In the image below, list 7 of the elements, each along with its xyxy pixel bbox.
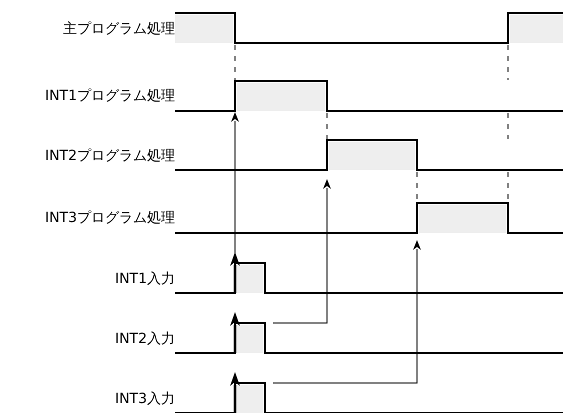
signal-label: INT2入力 bbox=[114, 331, 175, 348]
signal-label: INT2プログラム処理 bbox=[44, 148, 175, 165]
signal-label: INT3入力 bbox=[114, 391, 175, 408]
signal-label: INT1プログラム処理 bbox=[44, 88, 175, 105]
signal-label: INT3プログラム処理 bbox=[44, 210, 175, 227]
signal-label: 主プログラム処理 bbox=[63, 21, 175, 38]
signal-label: INT1入力 bbox=[114, 271, 175, 288]
